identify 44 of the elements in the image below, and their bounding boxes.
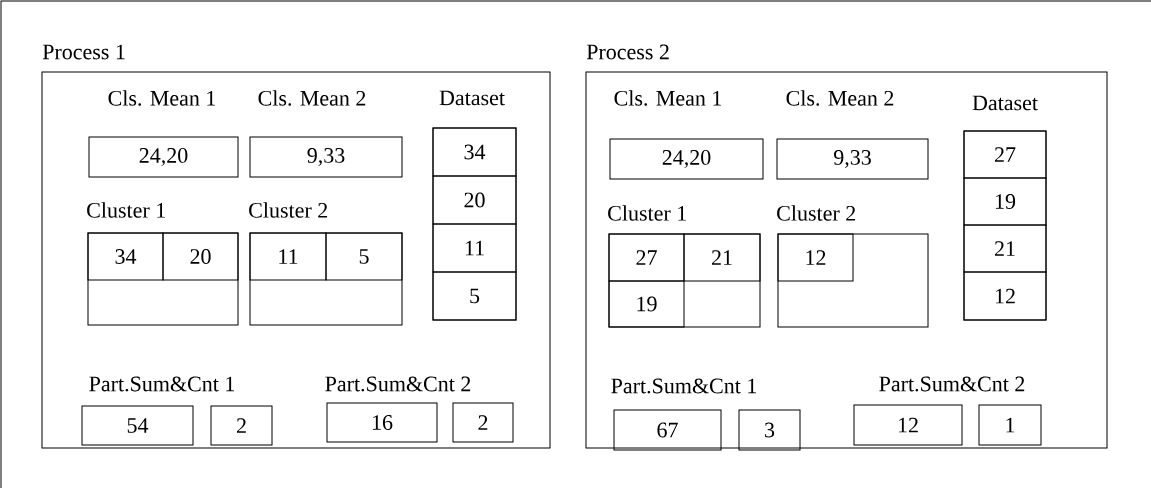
data-cell: 5: [325, 232, 403, 281]
group-heading: Part.Sum&Cnt 1: [89, 376, 235, 392]
data-cell: 12: [777, 233, 854, 282]
value-box: 16: [326, 402, 438, 443]
value-box: 2: [452, 402, 514, 443]
value-box: 24,20: [88, 136, 239, 178]
data-cell: 19: [608, 280, 685, 328]
value-box: 9,33: [249, 136, 403, 178]
value-box: 24,20: [609, 138, 764, 180]
data-cell: 27: [963, 130, 1047, 179]
group-heading: Part.Sum&Cnt 2: [325, 376, 471, 392]
box-heading: Cls. Mean 2: [258, 90, 366, 106]
box-heading: Cluster 1: [87, 202, 165, 218]
group-heading: Part.Sum&Cnt 2: [879, 376, 1025, 392]
box-heading: Process 2: [586, 44, 669, 60]
value-box: 9,33: [776, 138, 929, 180]
data-cell: 27: [608, 233, 685, 282]
box-heading: Dataset: [972, 95, 1038, 111]
box-heading: Cluster 2: [249, 202, 328, 218]
group-heading: Part.Sum&Cnt 1: [611, 378, 757, 394]
value-box: 54: [81, 405, 194, 446]
box-heading: Cls. Mean 2: [786, 90, 894, 106]
value-box: 2: [210, 405, 273, 446]
data-cell: 34: [432, 127, 517, 177]
data-cell: 20: [162, 232, 239, 281]
box-heading: Cls. Mean 1: [614, 90, 722, 106]
data-cell: 11: [432, 223, 517, 273]
data-cell: 34: [87, 232, 164, 281]
value-box: 12: [853, 404, 963, 446]
data-cell: 20: [432, 175, 517, 225]
box-heading: Cls. Mean 1: [108, 90, 216, 106]
box-heading: Cluster 1: [608, 205, 686, 221]
box-heading: Dataset: [439, 90, 505, 106]
box-heading: Process 1: [42, 44, 125, 60]
value-box: 1: [978, 404, 1042, 446]
data-cell: 5: [432, 271, 517, 321]
data-cell: 19: [963, 177, 1047, 226]
data-cell: 21: [963, 224, 1047, 273]
box-heading: Cluster 2: [777, 205, 856, 221]
data-cell: 12: [963, 271, 1047, 321]
value-box: 67: [613, 409, 722, 451]
data-cell: 21: [683, 233, 761, 282]
value-box: 3: [738, 409, 801, 451]
data-cell: 11: [249, 232, 327, 281]
